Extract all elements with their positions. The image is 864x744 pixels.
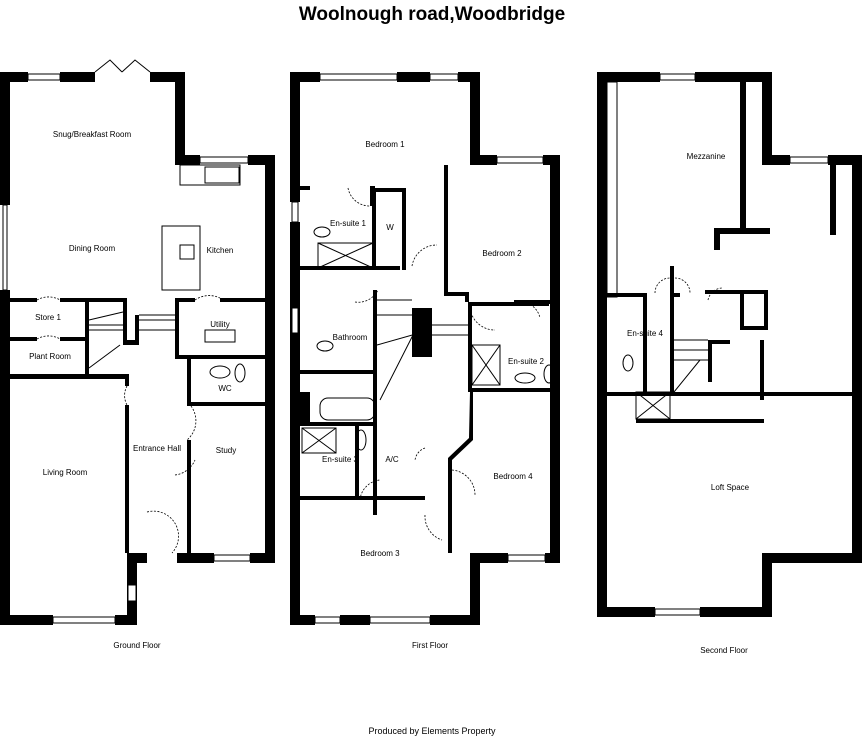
room-label-store-1: Store 1 <box>35 313 61 322</box>
credit-text: Produced by Elements Property <box>368 726 496 736</box>
floor-caption-first: First Floor <box>412 641 448 650</box>
room-label-bedroom-4: Bedroom 4 <box>493 472 533 481</box>
room-label-en-suite-1: En-suite 1 <box>330 219 367 228</box>
room-label-en-suite-2: En-suite 2 <box>508 357 545 366</box>
room-label-en-suite-3: En-suite 3 <box>322 455 359 464</box>
ground-floor-plan: Snug/Breakfast Room Dining Room Kitchen … <box>0 59 275 650</box>
room-label-loft-space: Loft Space <box>711 483 750 492</box>
room-label-plant-room: Plant Room <box>29 352 71 361</box>
room-label-kitchen: Kitchen <box>207 246 234 255</box>
room-label-living-room: Living Room <box>43 468 88 477</box>
room-label-bedroom-3: Bedroom 3 <box>360 549 400 558</box>
room-label-en-suite-4: En-suite 4 <box>627 329 664 338</box>
room-label-bathroom: Bathroom <box>333 333 368 342</box>
first-floor-plan: Bedroom 1 En-suite 1 W Bedroom 2 Bathroo… <box>290 72 560 650</box>
room-label-mezzanine: Mezzanine <box>687 152 726 161</box>
room-label-wc: WC <box>218 384 232 393</box>
room-label-w: W <box>386 223 394 232</box>
page-title: Woolnough road,Woodbridge <box>298 4 566 25</box>
room-label-bedroom-1: Bedroom 1 <box>365 140 405 149</box>
room-label-utility: Utility <box>210 320 230 329</box>
second-floor-plan: Mezzanine En-suite 4 Loft Space Second F… <box>597 72 862 655</box>
room-label-study: Study <box>216 446 236 455</box>
room-label-entrance-hall: Entrance Hall <box>133 444 181 453</box>
floor-caption-ground: Ground Floor <box>113 641 160 650</box>
room-label-dining: Dining Room <box>69 244 116 253</box>
room-label-bedroom-2: Bedroom 2 <box>482 249 522 258</box>
floor-caption-second: Second Floor <box>700 646 748 655</box>
room-label-snug-breakfast: Snug/Breakfast Room <box>53 130 132 139</box>
room-label-ac: A/C <box>385 455 399 464</box>
